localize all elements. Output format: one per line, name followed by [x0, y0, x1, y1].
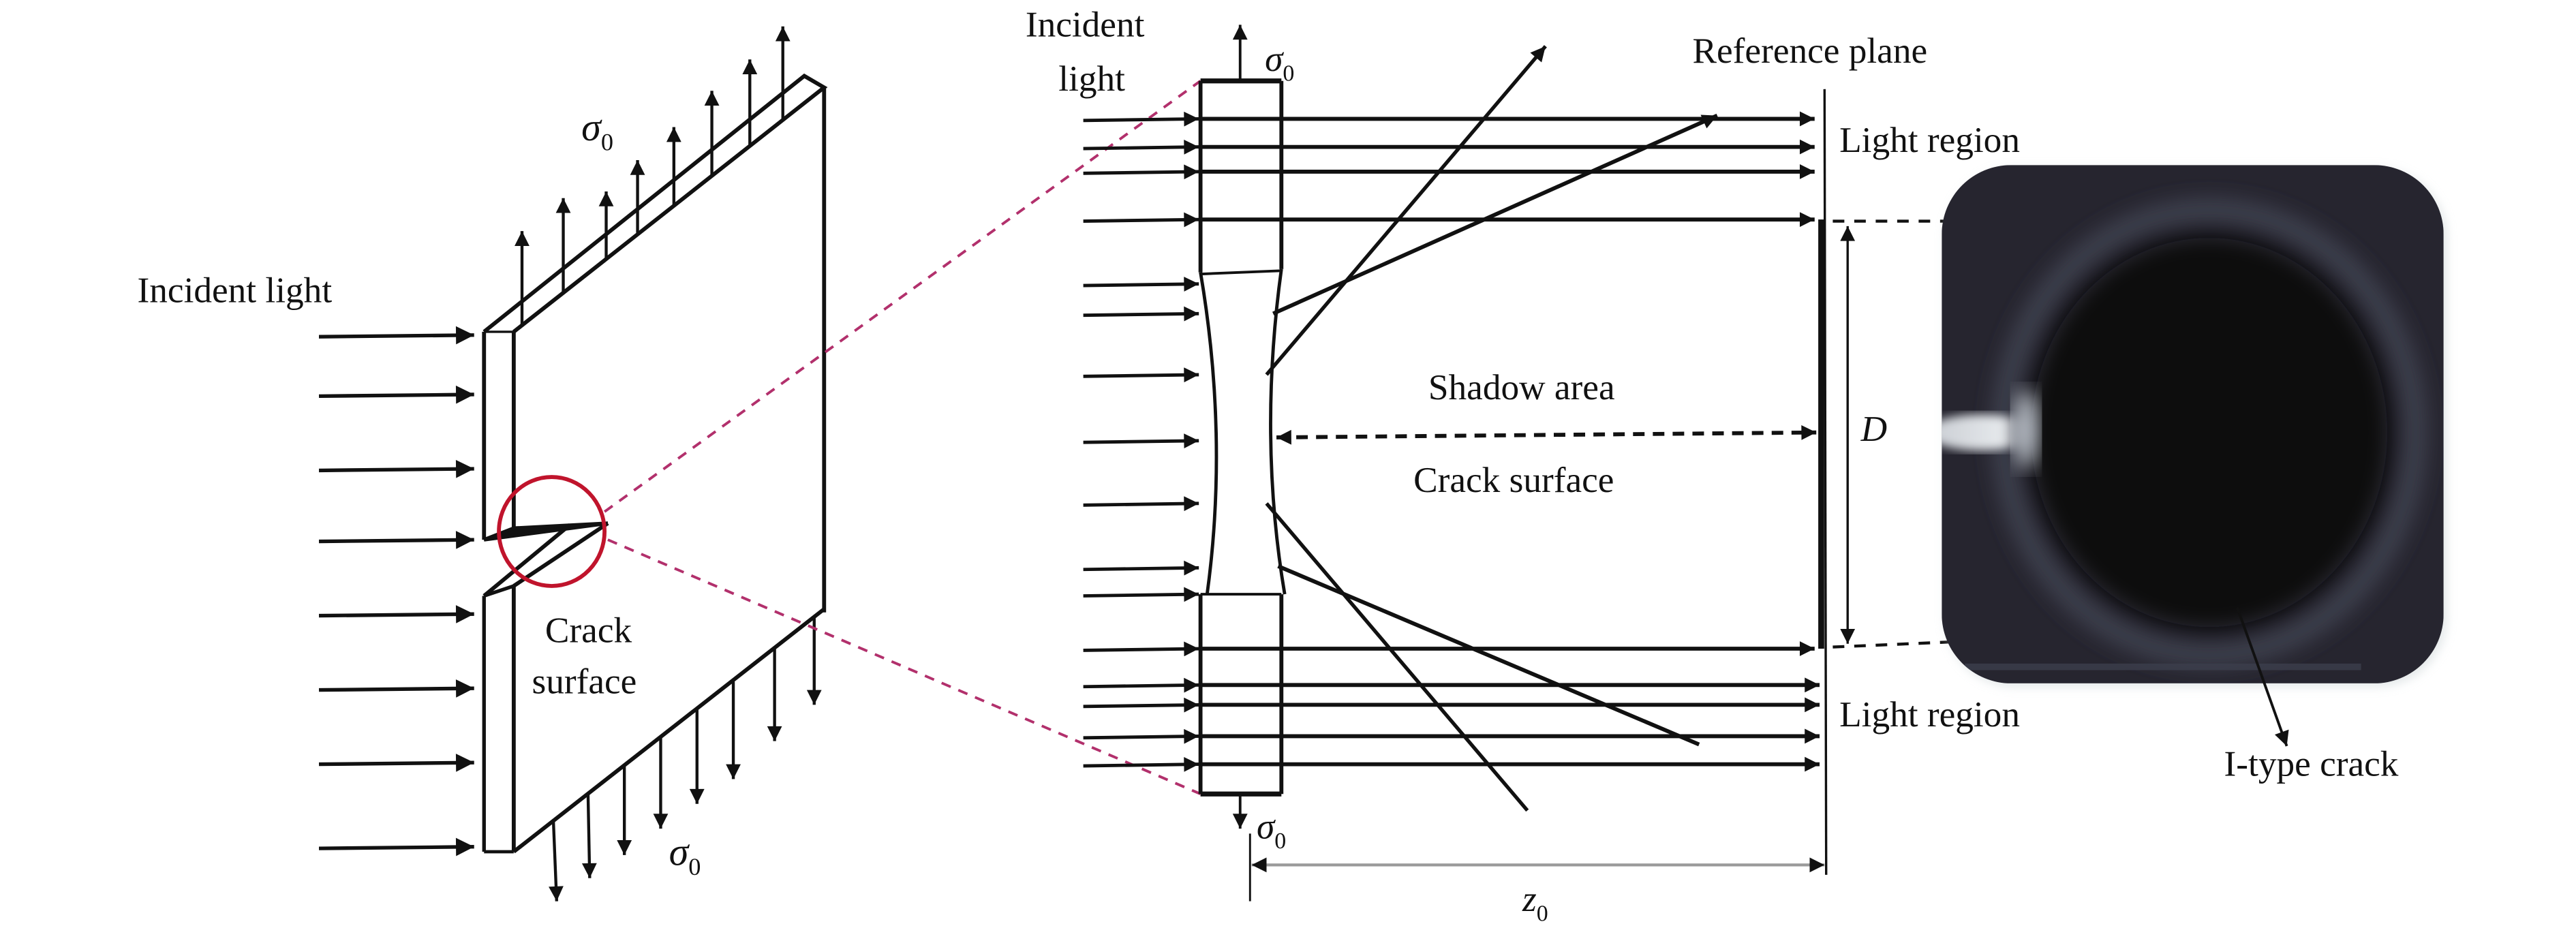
incoming-ray: [1083, 496, 1199, 512]
sigma-top-label: σ0: [581, 105, 613, 156]
incoming-ray: [1083, 212, 1199, 228]
crack-flare-tip: [2012, 389, 2040, 469]
deflected-rays: [1265, 45, 1719, 812]
specimen: [1198, 78, 1287, 797]
incoming-ray: [1083, 587, 1199, 602]
zoom-guide-upper: [603, 80, 1201, 513]
shadow-spot: [2031, 237, 2388, 628]
light-region-bottom-label: Light region: [1839, 694, 2020, 735]
incident-ray: [318, 459, 474, 478]
sigma-bottom-label: σ0: [669, 829, 701, 880]
incoming-ray: [1083, 367, 1199, 383]
sigma-bottom-label: σ0: [1257, 807, 1286, 854]
magnifier-circle: [497, 475, 607, 588]
tensile-arrow-down: [549, 820, 564, 901]
deflected-ray: [1277, 564, 1700, 747]
incoming-ray: [1083, 306, 1199, 322]
deflected-ray: [1265, 502, 1529, 812]
incident-ray: [318, 679, 474, 698]
diameter-label: D: [1860, 409, 1887, 449]
incident-ray: [318, 531, 474, 549]
incoming-ray: [1083, 728, 1199, 744]
incoming-ray: [1083, 641, 1199, 657]
incident-ray: [318, 326, 474, 345]
incoming-ray: [1083, 697, 1199, 713]
crack-surface-label-line1: Crack: [545, 610, 632, 650]
cracked-plate: [482, 73, 828, 854]
incident-light-label-line2: light: [1058, 59, 1125, 99]
incident-rays: [318, 326, 474, 856]
incident-ray: [318, 754, 474, 772]
incoming-ray: [1083, 677, 1199, 693]
incident-light-label-line1: Incident: [1026, 4, 1145, 44]
incoming-rays: [1083, 111, 1199, 772]
deflected-ray: [1272, 113, 1719, 315]
middle-panel: Incident light σ0 σ0: [1026, 4, 2216, 926]
incident-ray: [318, 605, 474, 623]
caustic-photo: I-type crack: [1942, 165, 2447, 784]
tensile-arrows-top: [515, 26, 791, 326]
light-region-top-label: Light region: [1839, 120, 2020, 160]
crack-surface-label: Crack surface: [1413, 460, 1614, 500]
crack-pointer-arrow: [2236, 606, 2289, 747]
transmitted-rays: [1200, 111, 1820, 772]
i-type-crack-label: I-type crack: [2224, 744, 2399, 784]
incident-light-label: Incident light: [138, 270, 333, 310]
deflected-ray: [1265, 45, 1547, 376]
incident-ray: [318, 837, 474, 856]
incident-ray: [318, 385, 474, 404]
incoming-ray: [1083, 277, 1199, 292]
crack-surface-label-line2: surface: [532, 661, 637, 701]
crack-flare: [1942, 414, 2038, 451]
incoming-ray: [1083, 140, 1199, 155]
reference-plane-label: Reference plane: [1693, 31, 1928, 71]
incoming-ray: [1083, 433, 1199, 449]
incoming-ray: [1083, 757, 1199, 772]
incoming-ray: [1083, 560, 1199, 576]
crack-surface-arrow: [1276, 425, 1817, 445]
zoom-guides: [603, 80, 1201, 795]
sigma-top-label: σ0: [1265, 39, 1294, 87]
z0-label: z0: [1522, 879, 1548, 926]
tensile-arrow-down: [581, 794, 597, 878]
left-panel: Incident light: [138, 26, 828, 901]
shadow-area-label: Shadow area: [1428, 367, 1615, 407]
incoming-ray: [1083, 111, 1199, 127]
tensile-arrows-bottom: [549, 615, 822, 901]
reference-plane: [1823, 89, 1828, 875]
incoming-ray: [1083, 164, 1199, 180]
